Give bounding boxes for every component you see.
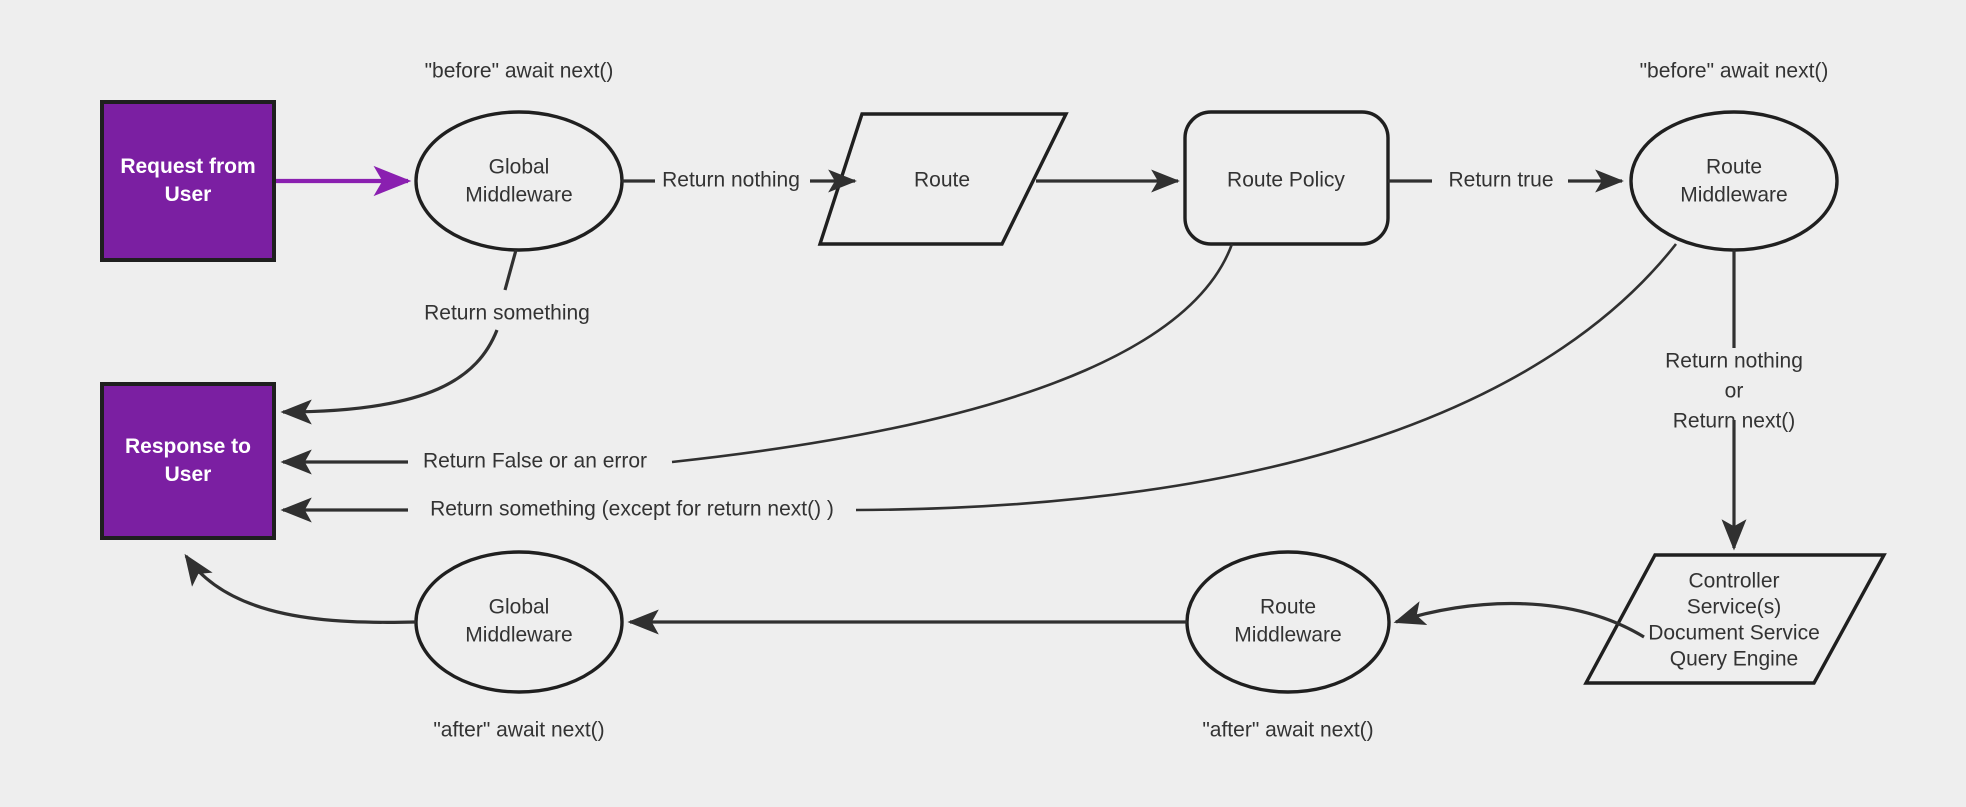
label-controller-line3: Document Service: [1648, 622, 1820, 645]
label-route-middleware-bottom-line1: Route: [1260, 596, 1316, 619]
annotation-before-await-next-right: "before" await next(): [1640, 60, 1829, 83]
node-route-policy[interactable]: [1183, 110, 1390, 246]
label-controller-line1: Controller: [1688, 570, 1779, 593]
annotation-after-await-next-left: "after" await next(): [433, 719, 604, 742]
edge-return-something-to-response: [280, 329, 499, 425]
node-response-to-user[interactable]: Response to User: [100, 382, 276, 540]
node-global-middleware-top[interactable]: [414, 110, 624, 252]
annotation-before-await-next-left: "before" await next(): [425, 60, 614, 83]
label-response-to-user-line2: User: [164, 463, 212, 486]
edge-label-return-something: Return something: [424, 302, 590, 325]
node-route[interactable]: [817, 112, 1069, 246]
edge-label-return-nothing-or-next-2: or: [1725, 380, 1744, 403]
node-controller-stack[interactable]: [1583, 553, 1887, 685]
label-response-to-user-line1: Response to: [124, 434, 252, 458]
label-route-middleware-top-line2: Middleware: [1680, 184, 1787, 207]
node-route-middleware-top[interactable]: [1629, 110, 1839, 252]
edge-label-return-nothing: Return nothing: [662, 169, 800, 192]
edge-label-return-nothing-or-next-1: Return nothing: [1665, 350, 1803, 373]
edge-label-return-nothing-or-next-3: Return next(): [1673, 410, 1796, 433]
edge-label-return-false-or-error: Return False or an error: [423, 450, 647, 473]
edge-return-false-curve: [671, 243, 1234, 464]
label-global-middleware-bottom-line1: Global: [489, 596, 550, 619]
annotation-after-await-next-right: "after" await next(): [1202, 719, 1373, 742]
label-global-middleware-top-line2: Middleware: [465, 184, 572, 207]
label-controller-line2: Service(s): [1687, 596, 1782, 619]
node-route-middleware-bottom[interactable]: [1185, 550, 1391, 694]
label-controller-line4: Query Engine: [1670, 648, 1798, 671]
label-route-middleware-top-line1: Route: [1706, 156, 1762, 179]
label-request-from-user-line1: Request from: [120, 154, 256, 178]
label-request-from-user-line2: User: [164, 183, 212, 206]
edge-label-return-something-except-next: Return something (except for return next…: [430, 498, 834, 521]
edge-controller-to-route-middleware-bottom: [1393, 601, 1645, 639]
label-global-middleware-top-line1: Global: [489, 156, 550, 179]
edge-label-return-true: Return true: [1448, 169, 1553, 192]
edge-return-something-except-curve: [855, 243, 1678, 512]
edge-global-mw-bottom-to-response: [184, 553, 417, 624]
node-request-from-user[interactable]: Request from User: [100, 100, 276, 262]
label-route-middleware-bottom-line2: Middleware: [1234, 624, 1341, 647]
label-global-middleware-bottom-line2: Middleware: [465, 624, 572, 647]
node-global-middleware-bottom[interactable]: [414, 550, 624, 694]
edge-return-something-stub: [503, 249, 518, 291]
label-route: Route: [914, 169, 970, 192]
label-route-policy: Route Policy: [1227, 169, 1345, 192]
